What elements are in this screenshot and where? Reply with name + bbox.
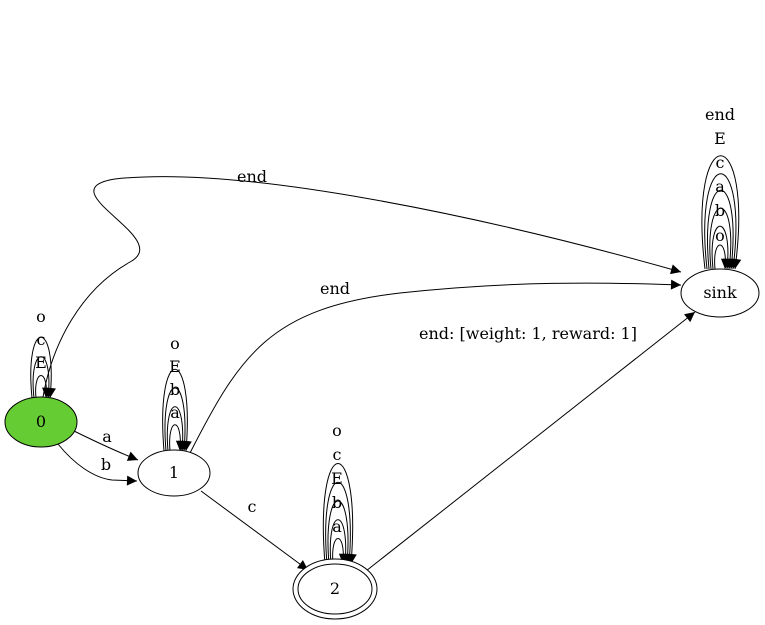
edge-label-0-to-1-b: b	[101, 455, 111, 474]
edge-0-to-sink-end	[42, 176, 682, 398]
self-loop-sink-2	[711, 225, 734, 270]
self-loop-sink-4	[707, 189, 738, 270]
edge-1-to-sink-end	[189, 279, 682, 454]
node-state-0[interactable]: 0	[4, 396, 78, 448]
node-state-2[interactable]: 2	[292, 558, 378, 620]
self-loop-0-2	[32, 356, 55, 399]
self-loop-sink-1	[714, 244, 731, 270]
self-loop-label-0-E: E	[35, 353, 47, 372]
self-loop-label-1-o: o	[170, 334, 180, 353]
self-loop-label-0-o: o	[36, 307, 46, 326]
edge-labels: a b end c end end: [weight: 1, reward: 1…	[101, 167, 637, 516]
node-state-0-shape	[4, 396, 78, 448]
edge-label-0-to-sink-end: end	[237, 167, 267, 186]
edge-label-2-to-sink-end: end: [weight: 1, reward: 1]	[419, 324, 637, 343]
node-state-1-label: 1	[169, 463, 179, 482]
nodes: 0 1 2 sink	[4, 268, 760, 620]
self-loop-sink-6	[701, 155, 742, 270]
self-loop-2-3	[327, 500, 353, 565]
self-loop-label-sink-o: o	[715, 226, 725, 245]
self-loop-sink-5	[704, 173, 740, 270]
self-loop-label-1-a: a	[170, 403, 180, 422]
self-loop-2-4	[325, 482, 355, 565]
node-state-2-shape	[297, 563, 373, 615]
node-state-sink[interactable]: sink	[680, 268, 760, 318]
self-loop-label-1-b: b	[170, 380, 180, 399]
node-state-0-label: 0	[36, 412, 46, 431]
edge-2-to-sink-end	[365, 311, 696, 572]
self-loop-label-2-c: c	[333, 445, 342, 464]
edge-1-to-2-c	[200, 490, 309, 571]
self-loop-label-sink-end: end	[705, 105, 735, 124]
edge-label-1-to-sink-end: end	[320, 279, 350, 298]
edges	[42, 176, 696, 572]
self-loop-0-3	[30, 337, 56, 399]
self-loop-label-0-c: c	[37, 330, 46, 349]
edge-label-1-to-2-c: c	[248, 497, 257, 516]
self-loop-label-2-a: a	[332, 517, 342, 536]
self-loop-label-sink-E: E	[714, 129, 726, 148]
node-state-sink-label: sink	[703, 283, 737, 302]
self-loop-label-2-o: o	[332, 421, 342, 440]
edge-0-to-1-b	[57, 443, 138, 486]
self-loop-label-sink-b: b	[715, 201, 725, 220]
node-state-1[interactable]: 1	[137, 449, 211, 497]
self-loop-label-2-b: b	[332, 493, 342, 512]
self-loop-sink-3	[709, 208, 736, 270]
self-loop-2-2	[329, 519, 351, 565]
self-loop-1-3	[164, 387, 190, 452]
self-loop-1-2	[166, 406, 188, 452]
edge-label-0-to-1-a: a	[102, 427, 112, 446]
self-loop-label-sink-c: c	[716, 153, 725, 172]
self-loop-1-1	[169, 424, 186, 452]
self-loops	[30, 155, 742, 565]
node-state-1-shape	[137, 449, 211, 497]
self-loop-labels: E c o a b E o a b E c o o b a c E end	[35, 105, 735, 536]
node-state-sink-shape	[680, 268, 760, 318]
self-loop-1-4	[162, 369, 192, 452]
self-loop-label-2-E: E	[331, 469, 343, 488]
self-loop-2-5	[322, 463, 357, 565]
self-loop-label-1-E: E	[169, 357, 181, 376]
node-state-2-label: 2	[330, 579, 340, 598]
self-loop-label-sink-a: a	[715, 177, 725, 196]
